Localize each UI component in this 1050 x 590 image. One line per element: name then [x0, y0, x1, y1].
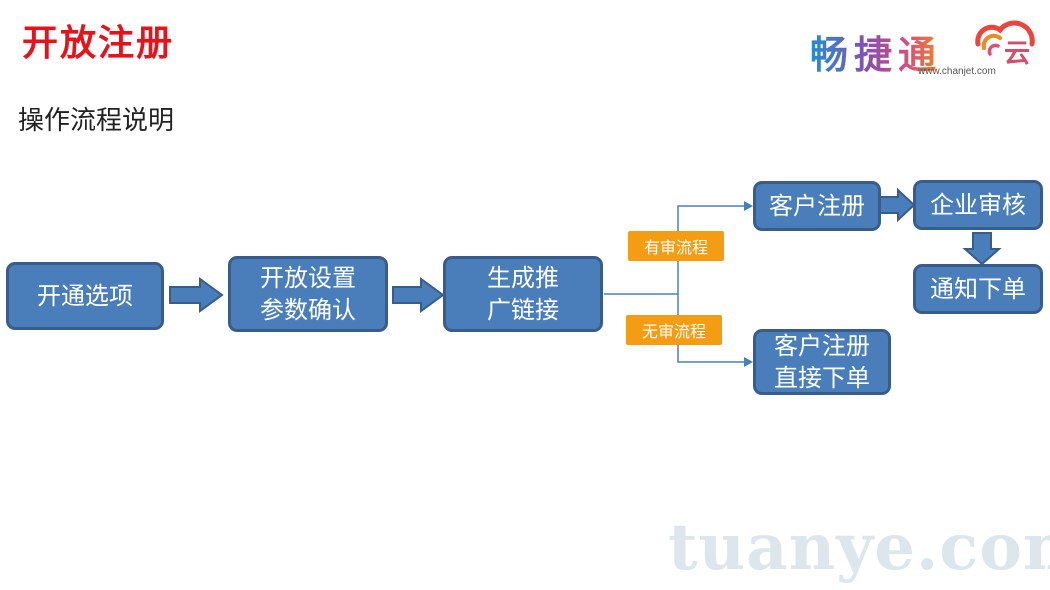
step-enable-option: 开通选项	[6, 262, 164, 330]
tag-noreview-flow: 无审流程	[626, 315, 722, 345]
logo-url: www.chanjet.com	[918, 66, 996, 77]
step-notify-order: 通知下单	[913, 264, 1043, 314]
page-title: 开放注册	[22, 23, 175, 64]
logo-text: 畅捷通	[810, 24, 942, 79]
step-enterprise-audit: 企业审核	[913, 180, 1043, 230]
step-register-direct-order-line1: 客户注册	[774, 332, 870, 360]
brand-logo: 畅捷通 云 www.chanjet.com	[810, 14, 1040, 86]
watermark: tuanye.com	[668, 510, 1050, 585]
cloud-logo-icon: 云	[975, 20, 1035, 69]
step-generate-link-line2: 广链接	[487, 296, 559, 324]
branch-review-line	[677, 205, 744, 294]
page-subtitle: 操作流程说明	[18, 106, 175, 136]
arrow-step2-step3	[392, 277, 445, 313]
svg-text:云: 云	[1004, 39, 1030, 69]
step-open-settings-line1: 开放设置	[260, 264, 356, 292]
step-generate-link-line1: 生成推	[487, 264, 559, 292]
step-customer-register: 客户注册	[753, 181, 881, 231]
step-open-settings: 开放设置 参数确认	[228, 256, 388, 332]
arrow-audit-notify	[962, 232, 1002, 266]
step-register-direct-order-line2: 直接下单	[774, 364, 870, 392]
arrow-register-audit	[879, 187, 916, 223]
arrow-step1-step2	[169, 277, 224, 313]
step-register-direct-order: 客户注册 直接下单	[753, 329, 891, 395]
step-generate-link: 生成推 广链接	[443, 256, 603, 332]
step-open-settings-line2: 参数确认	[260, 296, 356, 324]
branch-review-arrowhead	[744, 201, 753, 211]
tag-review-flow: 有审流程	[628, 231, 724, 261]
branch-noreview-arrowhead	[744, 357, 753, 367]
